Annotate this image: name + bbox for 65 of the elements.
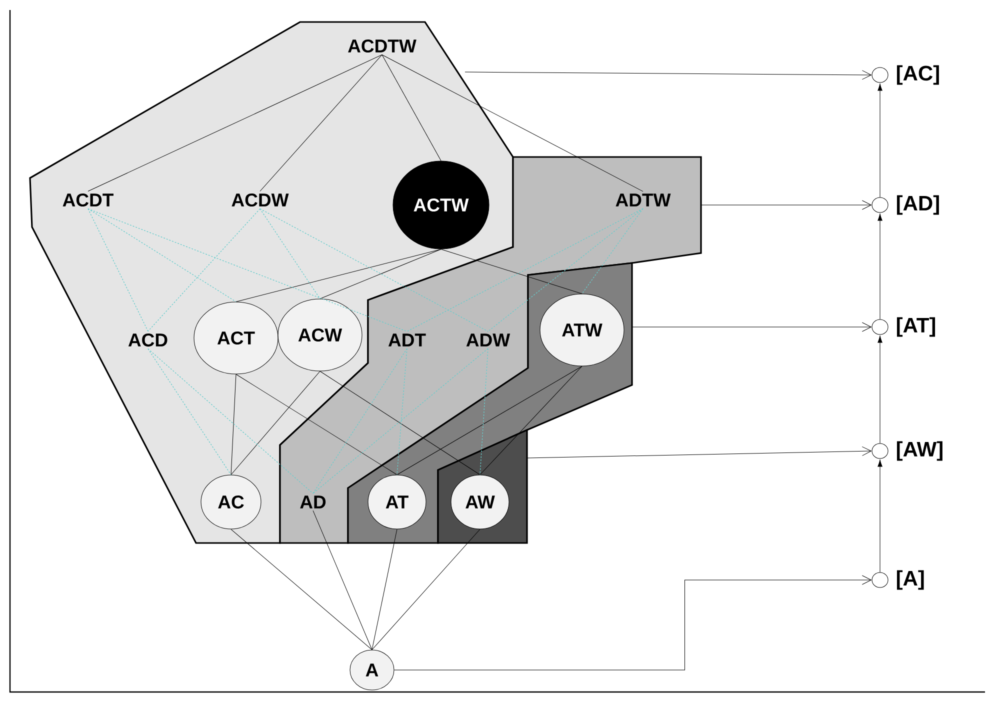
circle-label: [AT]	[896, 317, 936, 337]
dotted-line	[582, 208, 644, 294]
ellipse-node: ACW	[278, 298, 362, 372]
lattice-line	[320, 371, 480, 475]
lattice-line	[236, 374, 398, 475]
lattice-line	[230, 371, 320, 475]
dotted-line	[260, 208, 320, 300]
lattice-line	[396, 366, 582, 475]
lattice-line	[480, 366, 582, 475]
circle-label: [AW]	[896, 441, 942, 461]
dotted-line	[260, 208, 488, 332]
lattice-line	[312, 510, 372, 650]
arrow	[878, 336, 882, 444]
arrow	[700, 200, 872, 210]
circle-label: [AD]	[896, 195, 939, 215]
arrow	[464, 70, 872, 80]
circle-label: [A]	[896, 570, 924, 590]
dotted-line	[88, 208, 236, 302]
dotted-line	[148, 348, 232, 476]
lattice-line	[230, 374, 236, 475]
dotted-line	[406, 208, 644, 332]
dotted-line	[88, 208, 408, 332]
node-label: ADT	[388, 334, 426, 346]
ellipse-node: A	[350, 650, 394, 690]
node-label: ADTW	[616, 194, 671, 206]
lattice-line	[320, 249, 442, 299]
dotted-line	[396, 348, 408, 476]
small-circle	[872, 572, 888, 588]
dotted-line	[488, 208, 644, 332]
lattice-line	[88, 54, 382, 192]
dotted-line	[312, 348, 408, 494]
node-label: ADW	[466, 334, 510, 346]
ellipse-node: ATW	[540, 294, 624, 366]
lattice-line	[382, 54, 442, 161]
dotted-line	[148, 348, 314, 494]
lattice-line	[440, 249, 582, 294]
node-label: ACDW	[232, 193, 289, 207]
ellipse-node: AW	[450, 474, 510, 530]
node-label: ACDT	[62, 193, 114, 207]
dotted-line	[148, 208, 260, 332]
node-label: ACD	[128, 333, 168, 347]
arrow	[526, 446, 872, 458]
arrow	[394, 575, 872, 670]
node-label: ACDTW	[348, 39, 416, 53]
lattice-line	[382, 54, 644, 192]
small-circle	[872, 319, 888, 335]
dotted-line	[312, 348, 488, 494]
lattice-line	[236, 249, 442, 302]
ellipse-node: ACTW	[392, 160, 490, 250]
small-circle	[872, 197, 888, 213]
ellipse-node: ACT	[194, 302, 278, 374]
arrow	[878, 84, 882, 198]
small-circle	[872, 443, 888, 459]
node-label: AD	[300, 496, 326, 508]
lattice-line	[372, 529, 480, 650]
ellipse-node: AT	[368, 474, 426, 530]
lattice-line	[260, 54, 382, 192]
dotted-line	[88, 208, 148, 332]
arrow	[878, 460, 882, 572]
dotted-line	[480, 348, 488, 476]
ellipse-node: AC	[200, 474, 262, 530]
arrow	[632, 322, 872, 332]
small-circle	[872, 67, 888, 83]
circle-label: [AC]	[896, 65, 939, 85]
arrow	[878, 214, 882, 320]
